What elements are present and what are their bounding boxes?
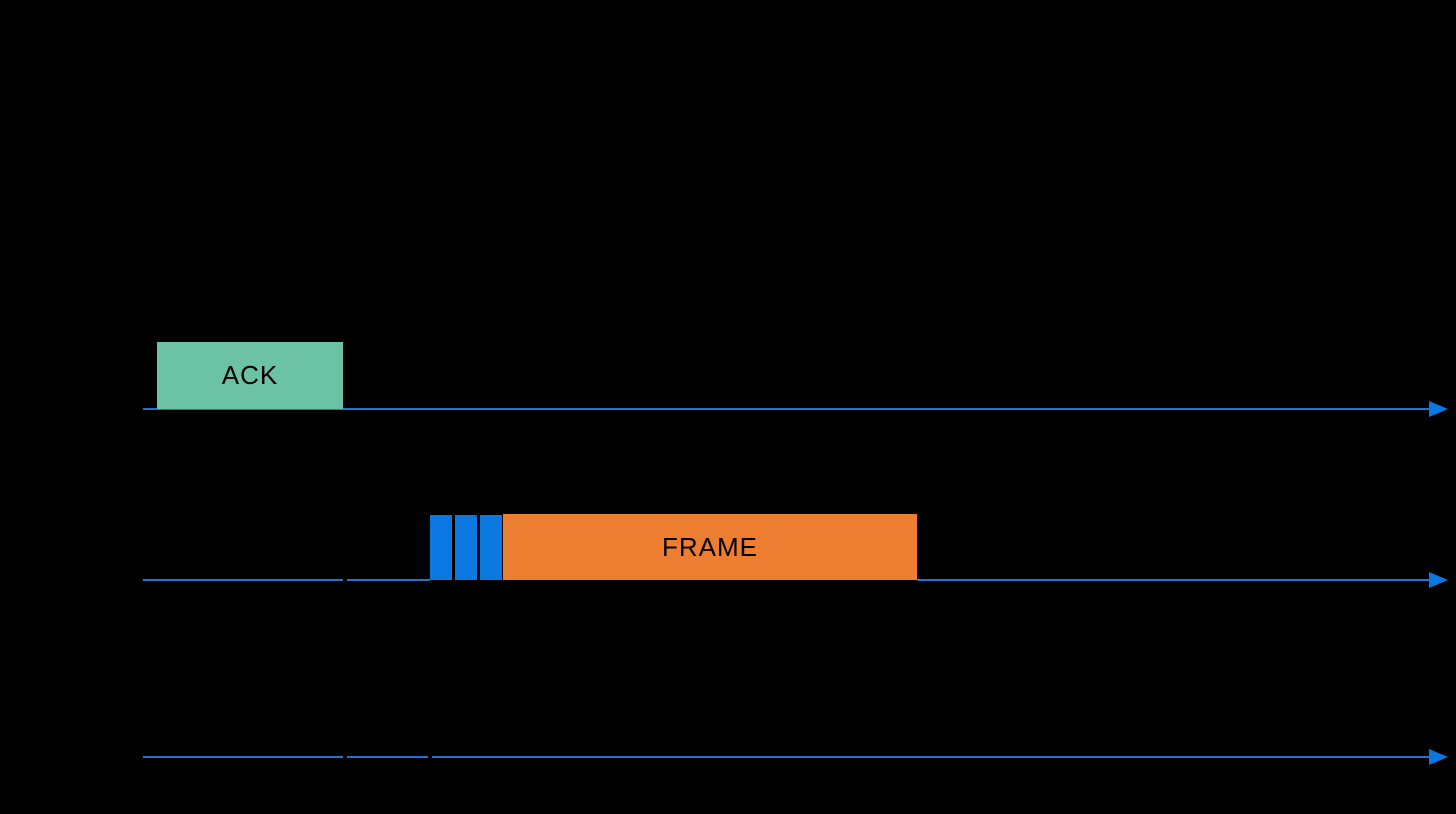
timeline-middle-line-segment-3 xyxy=(917,579,1430,581)
timeline-top-arrowhead-icon xyxy=(1429,401,1448,417)
timeline-bottom-line-segment-3 xyxy=(432,756,1430,758)
timeline-top-line xyxy=(143,408,1430,410)
backoff-slot xyxy=(430,515,452,580)
timeline-middle-line-segment-2 xyxy=(347,579,430,581)
timeline-middle-line-segment-1 xyxy=(143,579,343,581)
timeline-middle-arrowhead-icon xyxy=(1429,572,1448,588)
backoff-slot xyxy=(455,515,477,580)
timeline-bottom-arrowhead-icon xyxy=(1429,749,1448,765)
backoff-slot xyxy=(480,515,502,580)
frame-box: FRAME xyxy=(503,514,917,580)
frame-box-label: FRAME xyxy=(662,531,758,562)
ack-box-label: ACK xyxy=(221,360,279,390)
ack-box: ACK xyxy=(157,342,343,409)
timeline-bottom-line-segment-2 xyxy=(347,756,428,758)
timeline-bottom-line-segment-1 xyxy=(143,756,343,758)
